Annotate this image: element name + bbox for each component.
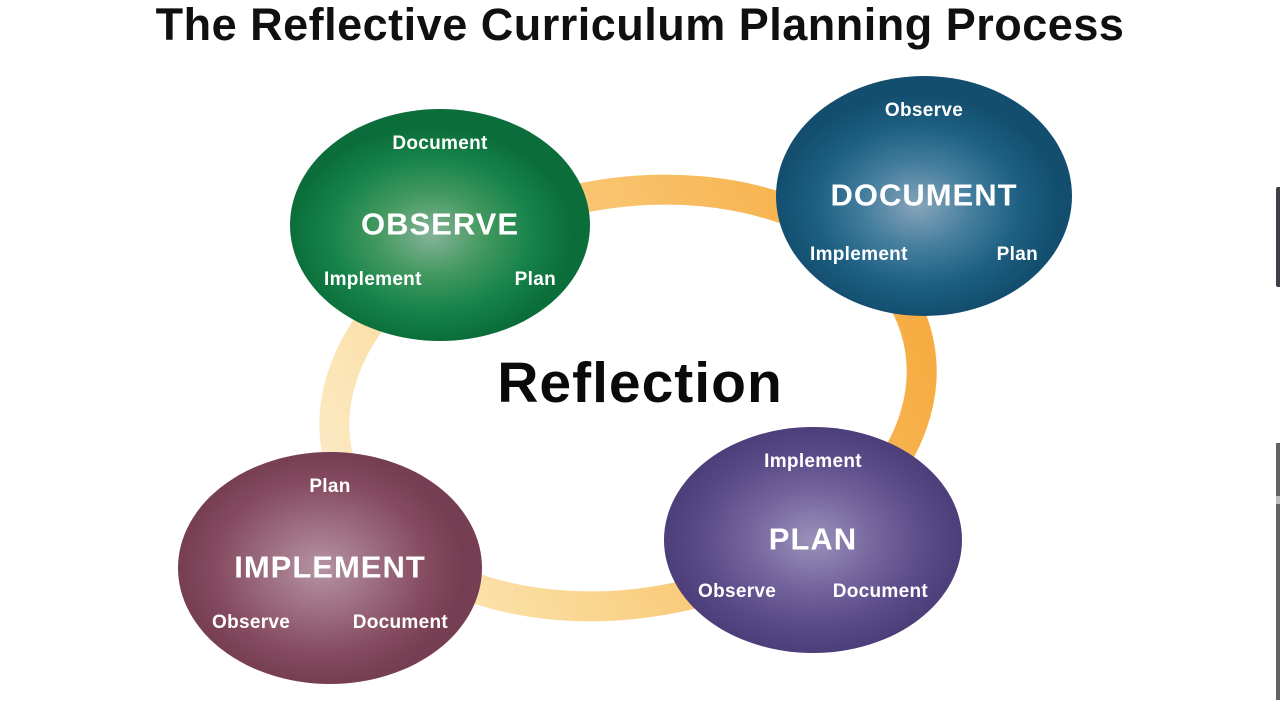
bubble-document: Observe DOCUMENT Implement Plan	[776, 76, 1072, 316]
right-edge-scrollbar-fragment-bottom	[1276, 443, 1280, 700]
bubble-plan-bottom-left-label: Observe	[698, 581, 777, 602]
bubble-plan: Implement PLAN Observe Document	[664, 427, 962, 653]
bubble-observe: Document OBSERVE Implement Plan	[290, 109, 590, 341]
bubble-implement-top-label: Plan	[309, 476, 351, 497]
right-edge-scrollbar-fragment-top	[1276, 187, 1280, 287]
bubble-observe-top-label: Document	[392, 133, 488, 154]
bubble-document-bottom-left-label: Implement	[810, 244, 908, 265]
bubble-observe-bottom-right-label: Plan	[514, 269, 556, 290]
cycle-ring-ellipse	[319, 174, 937, 622]
bubble-document-main-label: DOCUMENT	[830, 177, 1018, 213]
bubble-document-bottom-right-label: Plan	[996, 244, 1038, 265]
bubble-implement-bottom-left-label: Observe	[212, 612, 291, 633]
bubble-plan-bottom-right-label: Document	[832, 581, 928, 602]
page-title: The Reflective Curriculum Planning Proce…	[155, 0, 1125, 51]
bubble-implement: Plan IMPLEMENT Observe Document	[178, 452, 482, 684]
right-edge-scrollbar-notch	[1276, 496, 1280, 504]
bubble-observe-bottom-left-label: Implement	[324, 269, 422, 290]
bubble-plan-top-label: Implement	[764, 451, 862, 472]
reflection-center-label: Reflection	[497, 351, 783, 415]
bubble-observe-main-label: OBSERVE	[360, 206, 520, 242]
bubble-plan-main-label: PLAN	[768, 521, 858, 557]
bubble-implement-bottom-right-label: Document	[352, 612, 448, 633]
bubble-document-top-label: Observe	[884, 100, 964, 121]
bubble-implement-main-label: IMPLEMENT	[234, 549, 426, 585]
